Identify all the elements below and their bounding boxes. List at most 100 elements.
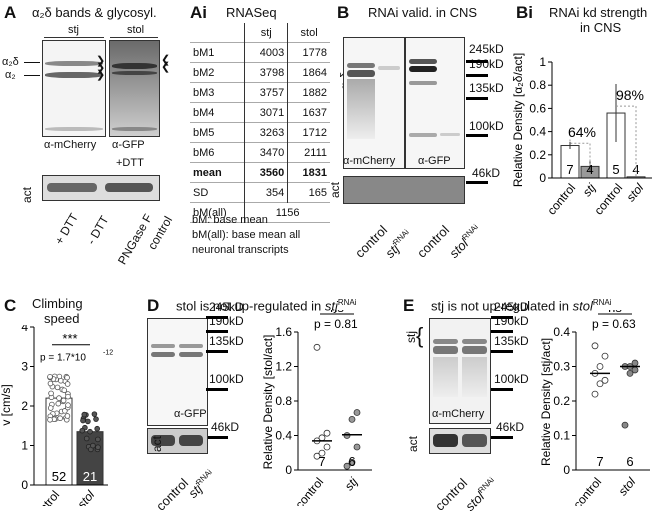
mw-marker: 245kD: [209, 300, 244, 314]
x-tick-label: control: [570, 475, 604, 506]
p-value: p = 0.63: [592, 317, 636, 331]
rnaseq-note: bM(all): base mean all: [192, 229, 301, 241]
panel-b-title: RNAi valid. in CNS: [368, 5, 478, 20]
mw-marker: 245kD: [469, 42, 504, 56]
data-point: [621, 421, 629, 429]
y-axis-label: v [cm/s]: [0, 384, 13, 425]
data-point: [58, 377, 64, 384]
panel-bi-title: RNAi kd strength: [549, 5, 648, 20]
x-tick-label: control: [28, 488, 62, 506]
p-value: p = 1.7*10: [40, 353, 86, 364]
annotation-label: 64%: [568, 124, 596, 140]
panel-e-antibody: α-mCherry: [432, 408, 485, 420]
y-tick-label: 4: [21, 325, 28, 334]
data-point: [79, 427, 86, 434]
data-point: [313, 452, 321, 460]
data-point: [323, 443, 331, 451]
data-point: [56, 395, 62, 401]
mw-marker: 100kD: [494, 372, 529, 386]
data-point: [55, 400, 62, 407]
p-exponent: -12: [103, 350, 113, 357]
data-point: [47, 380, 54, 387]
data-point: [596, 363, 604, 370]
x-tick-label: stol: [616, 475, 639, 499]
data-point: [591, 390, 599, 398]
mw-marker: 135kD: [494, 334, 529, 348]
panel-b-label: B: [337, 3, 350, 22]
n-label: 6: [626, 454, 633, 469]
panel-b-antibody-left: α-mCherry: [343, 155, 396, 167]
panel-d-act-blot: [147, 428, 208, 454]
lane-label: control: [352, 222, 391, 261]
mw-marker: 46kD: [211, 420, 240, 434]
y-tick-label: 0.4: [529, 125, 546, 139]
data-point: [591, 342, 599, 350]
data-point: [596, 380, 604, 388]
data-point: [57, 415, 63, 422]
panel-a-blot-left: [42, 40, 106, 137]
lane-label: control: [432, 475, 471, 514]
panel-b-blot-left: [343, 37, 405, 169]
panel-bi-subtitle: in CNS: [580, 20, 622, 35]
n-label: 4: [632, 162, 639, 177]
y-tick-label: 0: [21, 478, 28, 492]
data-point: [95, 436, 101, 443]
lane-label: - DTT: [84, 213, 112, 247]
panel-b-act-label: act: [328, 181, 342, 198]
lane-label: stjRNAi: [185, 467, 214, 501]
data-point: [631, 359, 639, 367]
panel-d-act-label: act: [150, 435, 164, 452]
n-label: 7: [596, 454, 603, 469]
y-axis-label: Relative Density [stol/act]: [262, 335, 275, 470]
x-tick-label: control: [544, 181, 578, 218]
data-point: [64, 381, 71, 387]
mw-marker: 46kD: [472, 166, 501, 180]
panel-b-act-blot: [343, 176, 465, 204]
panel-a-blot-right: [109, 40, 160, 137]
y-tick-label: 0: [563, 463, 570, 477]
annotation-label: 98%: [616, 87, 644, 103]
y-tick-label: 0.1: [553, 429, 570, 443]
panel-c-label: C: [4, 296, 17, 315]
y-tick-label: 0.6: [529, 101, 546, 115]
data-point: [318, 449, 326, 457]
chevron-markers-left-icon: ❯❯❯: [96, 55, 106, 81]
data-point: [64, 374, 70, 381]
mw-marker: 135kD: [209, 334, 244, 348]
data-point: [48, 390, 54, 397]
data-point: [601, 352, 609, 360]
panel-ai-title: RNASeq: [226, 5, 277, 20]
lane-label: stolRNAi: [462, 475, 496, 514]
data-point: [65, 393, 71, 400]
data-point: [47, 373, 53, 380]
n-label: 7: [566, 162, 573, 177]
data-point: [65, 402, 71, 408]
panel-a-act-label: act: [20, 186, 34, 203]
data-point: [60, 397, 67, 404]
y-tick-label: 0.4: [275, 429, 292, 443]
panel-bi-label: Bi: [516, 3, 533, 22]
y-tick-label: 1: [21, 439, 28, 453]
data-point: [626, 370, 634, 377]
x-tick-label: control: [292, 475, 326, 506]
data-point: [353, 409, 361, 416]
n-label: 7: [318, 454, 325, 469]
data-point: [343, 462, 351, 470]
panel-e-gel-image: [429, 318, 491, 424]
y-tick-label: 0.3: [553, 360, 570, 374]
n-label: 4: [586, 162, 593, 177]
panel-e-title: stj is not up-regulated in stolRNAi: [431, 298, 612, 314]
data-point: [81, 411, 88, 418]
panel-c-title: Climbing: [32, 296, 83, 311]
data-point: [64, 413, 71, 419]
data-point: [80, 417, 86, 424]
y-axis-label: Relative Density [α₂δ/act]: [511, 53, 525, 187]
x-tick-label: stj: [580, 181, 599, 199]
data-point: [343, 432, 351, 439]
data-point: [601, 376, 609, 384]
